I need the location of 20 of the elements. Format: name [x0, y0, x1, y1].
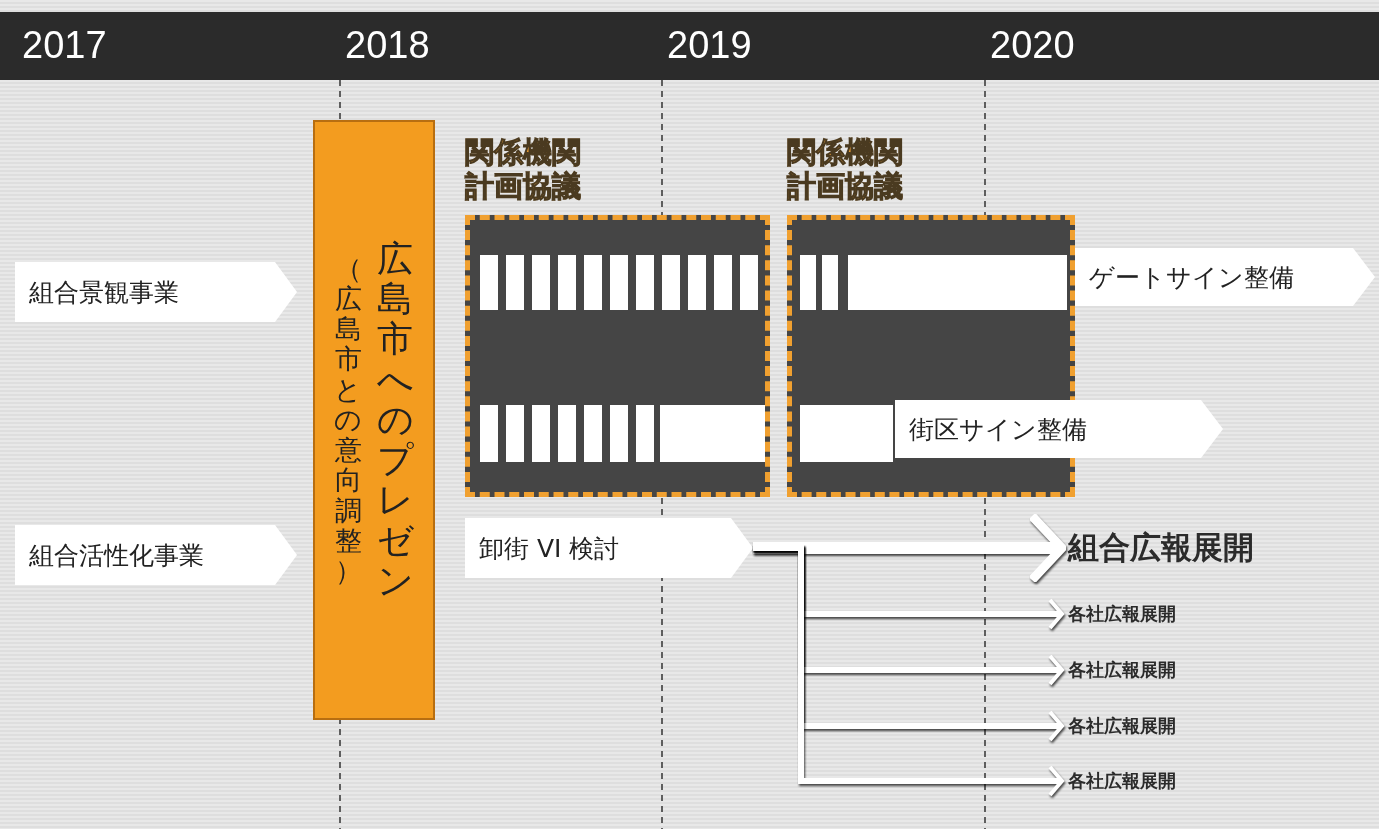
arrow-label: ゲートサイン整備 [1075, 248, 1375, 306]
arrow-label: 組合活性化事業 [15, 525, 297, 585]
year-label: 2017 [22, 24, 107, 67]
arrow-label: 街区サイン整備 [895, 400, 1223, 458]
item-text: 各社広報展開 [1068, 765, 1218, 797]
panel-heading: 関係機関計画協議 [787, 135, 904, 205]
panel-heading: 関係機関計画協議 [465, 135, 582, 205]
heading-text: 組合広報展開 [1068, 522, 1293, 574]
item-text: 各社広報展開 [1068, 598, 1218, 630]
bar-subtitle: （広島市との意向調整） [333, 253, 363, 587]
bar-title: 広島市へのプレゼン [376, 238, 415, 602]
arrow-label: 卸街 VI 検討 [465, 518, 753, 578]
year-label: 2019 [667, 24, 752, 67]
arrow [753, 511, 1067, 585]
item-text: 各社広報展開 [1068, 654, 1218, 686]
presentation-bar [313, 120, 435, 720]
arrow-label: 組合景観事業 [15, 262, 297, 322]
year-label: 2018 [345, 24, 430, 67]
item-text: 各社広報展開 [1068, 710, 1218, 742]
year-label: 2020 [990, 24, 1075, 67]
